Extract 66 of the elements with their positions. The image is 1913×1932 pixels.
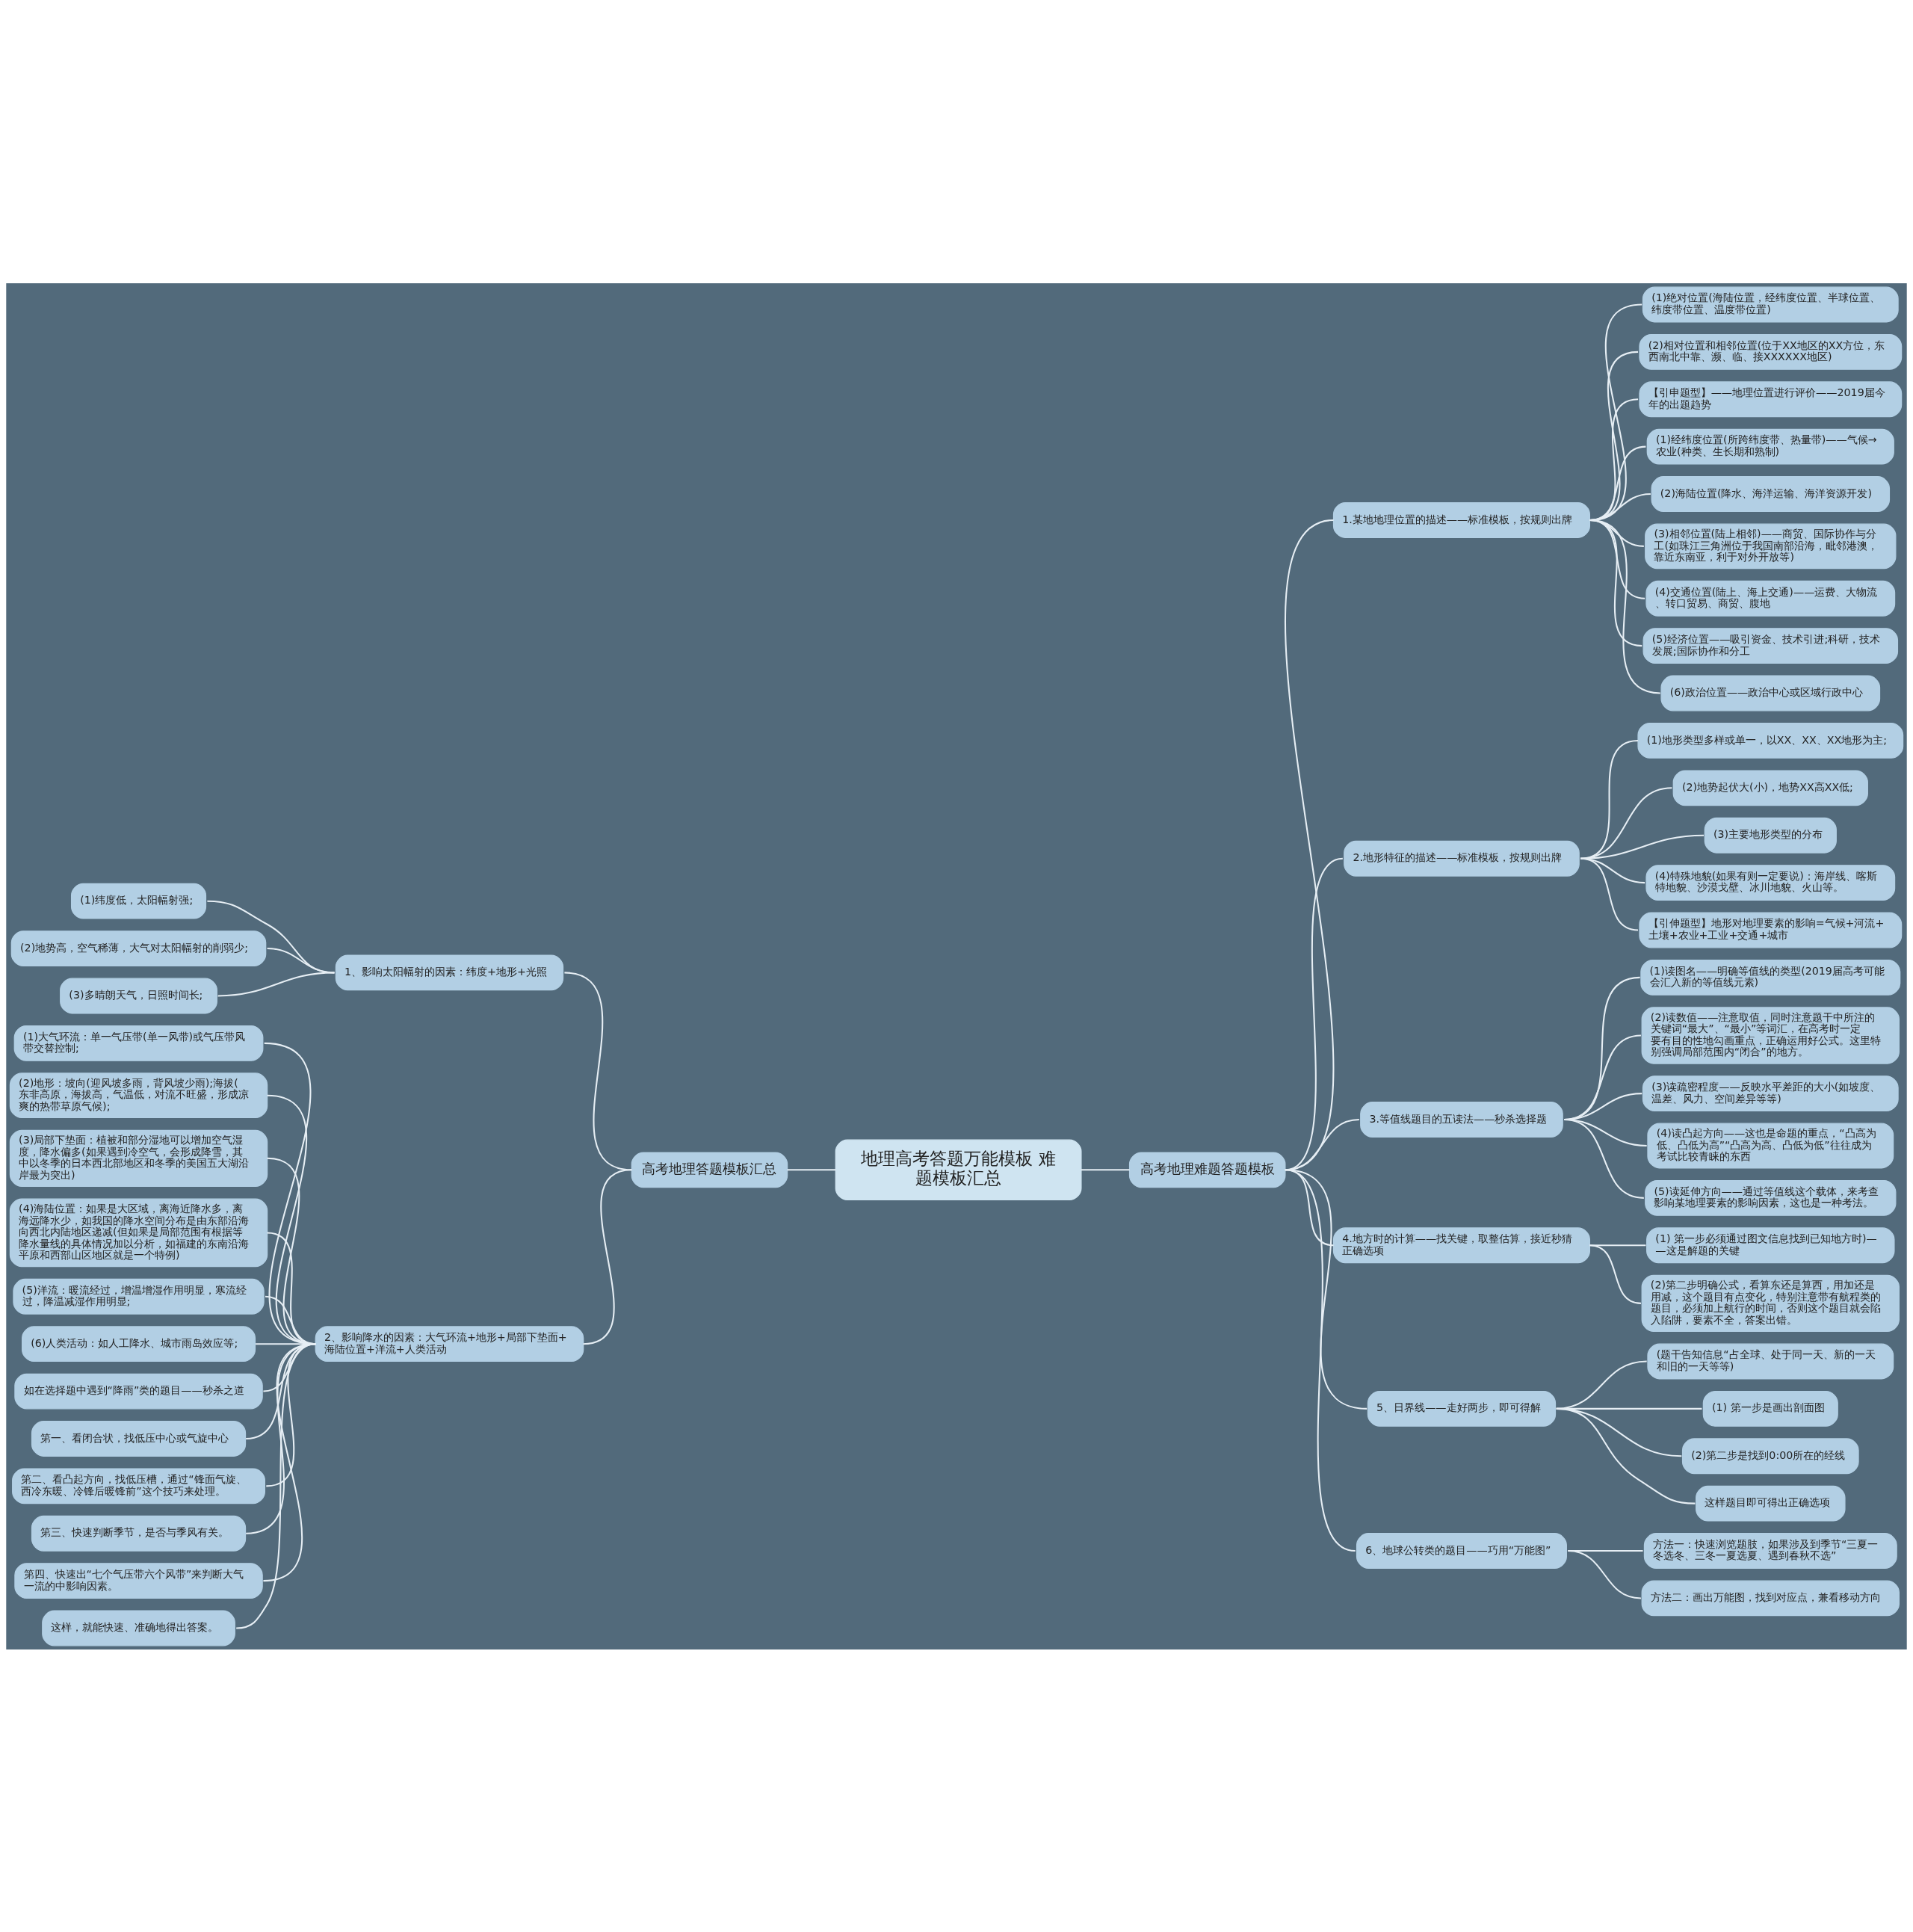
node-box: 这样，就能快速、准确地得出答案。	[42, 1610, 235, 1646]
node-box: (5)经济位置——吸引资金、技术引进;科研，技术发展;国际协作和分工	[1642, 627, 1899, 664]
node-box: (3)相邻位置(陆上相邻)——商贸、国际协作与分工(如珠江三角洲位于我国南部沿海，毗邻港澳，靠近东南亚，利于对外开放等)	[1645, 523, 1897, 569]
node-box: 2.地形特征的描述——标准模板，按规则出牌	[1344, 840, 1580, 877]
node-box: (2)地势高，空气稀薄，大气对太阳幅射的削弱少;	[10, 930, 267, 966]
node-box: (3)主要地形类型的分布	[1704, 817, 1837, 854]
node-box: 如在选择题中遇到“降雨”类的题目——秒杀之道	[14, 1373, 263, 1409]
connector	[236, 1342, 316, 1629]
node-box: (1)大气环流：单一气压带(单一风带)或气压带风带交替控制;	[13, 1025, 264, 1061]
connector	[787, 1168, 836, 1170]
node-box: 1、影响太阳幅射的因素：纬度+地形+光照	[335, 954, 564, 990]
node-box: 第三、快速判断季节，是否与季风有关。	[31, 1515, 247, 1552]
node-box: (2)第二步明确公式，看算东还是算西，用加还是用减，这个题目有点变化，特别注意带有航程类的题目，必须加上航行的时间，否则这个题目就会陷入陷阱，要素不全，答案出错。	[1641, 1274, 1900, 1332]
node-box: 【引伸题型】地形对地理要素的影响=气候+河流+土壤+农业+工业+交通+城市	[1639, 912, 1903, 948]
node-box: (3)读疏密程度——反映水平差距的大小(如坡度、温差、风力、空间差异等等)	[1642, 1075, 1899, 1111]
node-box: (2)读数值——注意取值，同时注意题干中所注的关键词“最大”、“最小”等词汇，在高考时一定要有目的性地勾画重点，正确运用好公式。这里特别强调局部范围内“闭合”的地方。	[1641, 1006, 1900, 1064]
node-box: 第四、快速出“七个气压带六个风带”来判断大气一流的中影响因素。	[14, 1562, 263, 1599]
node-box: 高考地理难题答题模板	[1128, 1151, 1286, 1188]
node-box: (1)纬度低，太阳幅射强;	[70, 883, 207, 919]
connector	[1589, 1244, 1642, 1304]
node-box: 第二、看凸起方向，找低压槽，通过“锋面气旋、西冷东暖、冷锋后暖锋前”这个技巧来处理。	[12, 1467, 265, 1504]
node-box: (3)局部下垫面：植被和部分湿地可以增加空气湿度，降水偏多(如果遇到冷空气，会形成降雪，其中以冬季的日本西北部地区和冬季的美国五大湖沿岸最为突出)	[9, 1129, 268, 1187]
connector	[1556, 1407, 1696, 1504]
node-box: 1.某地地理位置的描述——标准模板，按规则出牌	[1332, 501, 1590, 538]
node-box: (2)地形：坡向(迎风坡多雨，背风坡少雨);海拔(东非高原，海拔高，气温低，对流不旺盛，形成凉爽的热带草原气候);	[9, 1072, 268, 1118]
node-box: (2)第二步是找到0:00所在的经线	[1681, 1437, 1859, 1474]
node-box: (5)读延伸方向——通过等值线这个载体，来考查影响某地理要素的影响因素，这也是一种考法。	[1645, 1179, 1897, 1216]
connector	[583, 1168, 632, 1345]
node-box: (4)交通位置(陆上、海上交通)——运费、大物流、转口贸易、商贸、腹地	[1645, 580, 1896, 617]
node-box: (4)读凸起方向——这也是命题的重点，“凸高为低、凸低为高”“凸高为高、凸低为低”往往成为考试比较青睐的东西	[1647, 1123, 1894, 1168]
connector	[1580, 857, 1639, 930]
node-box: 6、地球公转类的题目——巧用“万能图”	[1356, 1532, 1567, 1569]
node-box: 3.等值线题目的五读法——秒杀选择题	[1360, 1101, 1563, 1138]
connector	[1589, 519, 1660, 694]
node-box: (1)读图名——明确等值线的类型(2019届高考可能会汇入新的等值线元素)	[1640, 959, 1901, 996]
node-box: (2)相对位置和相邻位置(位于XX地区的XX方位，东西南北中靠、濒、临、接XXXXXX地区)	[1639, 333, 1903, 370]
node-box: (题干告知信息“占全球、处于同一天、新的一天和旧的一天等等)	[1647, 1343, 1894, 1379]
node-box: (2)地势起伏大(小)，地势XX高XX低;	[1672, 769, 1868, 806]
node-box: (1) 第一步是画出剖面图	[1702, 1390, 1838, 1427]
node-box: (1) 第一步必须通过图文信息找到已知地方时)——这是解题的关键	[1646, 1226, 1895, 1263]
node-box: (4)特殊地貌(如果有则一定要说)：海岸线、喀斯特地貌、沙漠戈壁、冰川地貌、火山等。	[1645, 864, 1896, 901]
connector	[1568, 1549, 1642, 1599]
node-box: (2)海陆位置(降水、海洋运输、海洋资源开发)	[1651, 475, 1891, 512]
node-box: (4)海陆位置：如果是大区域，离海近降水多，离海远降水少，如我国的降水空间分布是由东部沿海向西北内陆地区递减(但如果是局部范围有根据等降水量线的具体情况加以分析，如福建的东南沿海平原和西部山区地区就是一个特例)	[9, 1198, 268, 1267]
node-box: 方法一：快速浏览题肢，如果涉及到季节“三夏一冬选冬、三冬一夏选夏、遇到春秋不选”	[1643, 1532, 1897, 1569]
node-box: (3)多晴朗天气，日照时间长;	[60, 978, 217, 1013]
connector	[1081, 1168, 1130, 1170]
connector	[1285, 1168, 1356, 1552]
connector	[1285, 519, 1335, 1170]
node-box: 2、影响降水的因素：大气环流+地形+局部下垫面+海陆位置+洋流+人类活动	[315, 1325, 584, 1362]
node-box: 4.地方时的计算——找关键，取整估算，接近秒猜正确选项	[1332, 1226, 1590, 1263]
node-box: (5)洋流：暖流经过，增温增湿作用明显，寒流经过，降温减湿作用明显;	[13, 1278, 265, 1315]
node-box: 这样题目即可得出正确选项	[1696, 1485, 1846, 1522]
node-box: 第一、看闭合状，找低压中心或气旋中心	[31, 1420, 247, 1457]
connector	[1563, 1118, 1644, 1199]
node-box: (6)政治位置——政治中心或区域行政中心	[1660, 675, 1881, 711]
connector	[217, 971, 335, 996]
node-box: (1)绝对位置(海陆位置，经纬度位置、半球位置、纬度带位置、温度带位置)	[1642, 286, 1899, 322]
node-box: 5、日界线——走好两步，即可得解	[1367, 1390, 1557, 1427]
node-box: 【引申题型】——地理位置进行评价——2019届今年的出题趋势	[1639, 380, 1903, 417]
node-box: (6)人类活动：如人工降水、城市雨岛效应等;	[22, 1325, 256, 1362]
node-box: (1)地形类型多样或单一，以XX、XX、XX地形为主;	[1637, 722, 1904, 759]
node-box: 地理高考答题万能模板 难题模板汇总	[835, 1139, 1082, 1200]
node-box: 方法二：画出万能图，找到对应点，兼看移动方向	[1641, 1580, 1900, 1616]
node-box: 高考地理答题模板汇总	[631, 1151, 788, 1188]
node-box: (1)经纬度位置(所跨纬度带、热量带)——气候→农业(种类、生长期和熟制)	[1646, 428, 1894, 465]
